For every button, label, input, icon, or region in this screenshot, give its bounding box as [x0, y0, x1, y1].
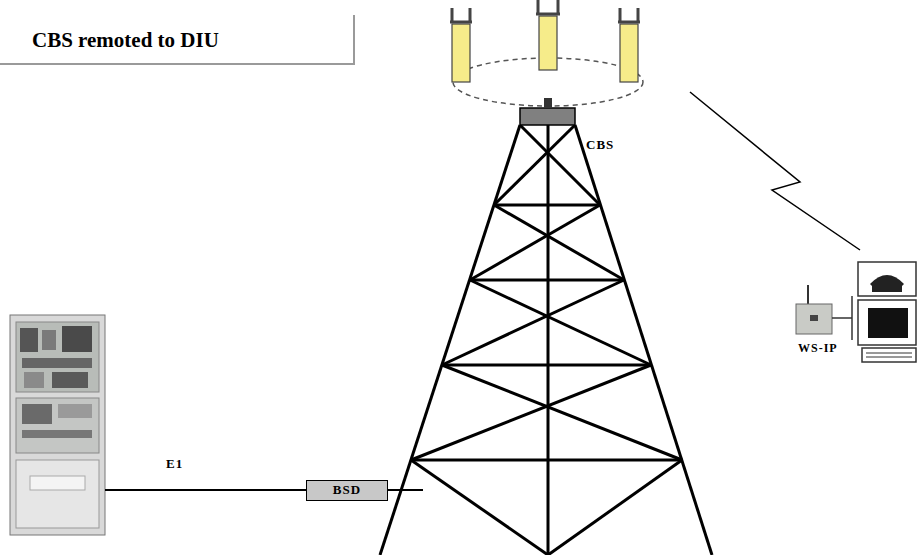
tower	[380, 125, 712, 555]
tower-platform	[520, 108, 575, 125]
terminal-label: WS-IP	[798, 341, 838, 356]
tower-feed-line	[388, 489, 423, 491]
radio-link	[690, 92, 860, 250]
e1-line	[105, 489, 306, 491]
computer	[858, 300, 916, 362]
diagram-title: CBS remoted to DIU	[32, 28, 219, 53]
station-label: CBS	[586, 137, 614, 153]
antenna-panels	[450, 0, 640, 82]
ws-ip-terminal	[796, 285, 852, 340]
title-box: CBS remoted to DIU	[0, 15, 355, 65]
telephone	[858, 262, 916, 296]
platform-mast	[544, 98, 552, 108]
bsd-box: BSD	[306, 480, 388, 501]
node-label: BSD	[333, 482, 361, 498]
link-label: E1	[166, 456, 183, 472]
diu-cabinet	[10, 315, 105, 535]
